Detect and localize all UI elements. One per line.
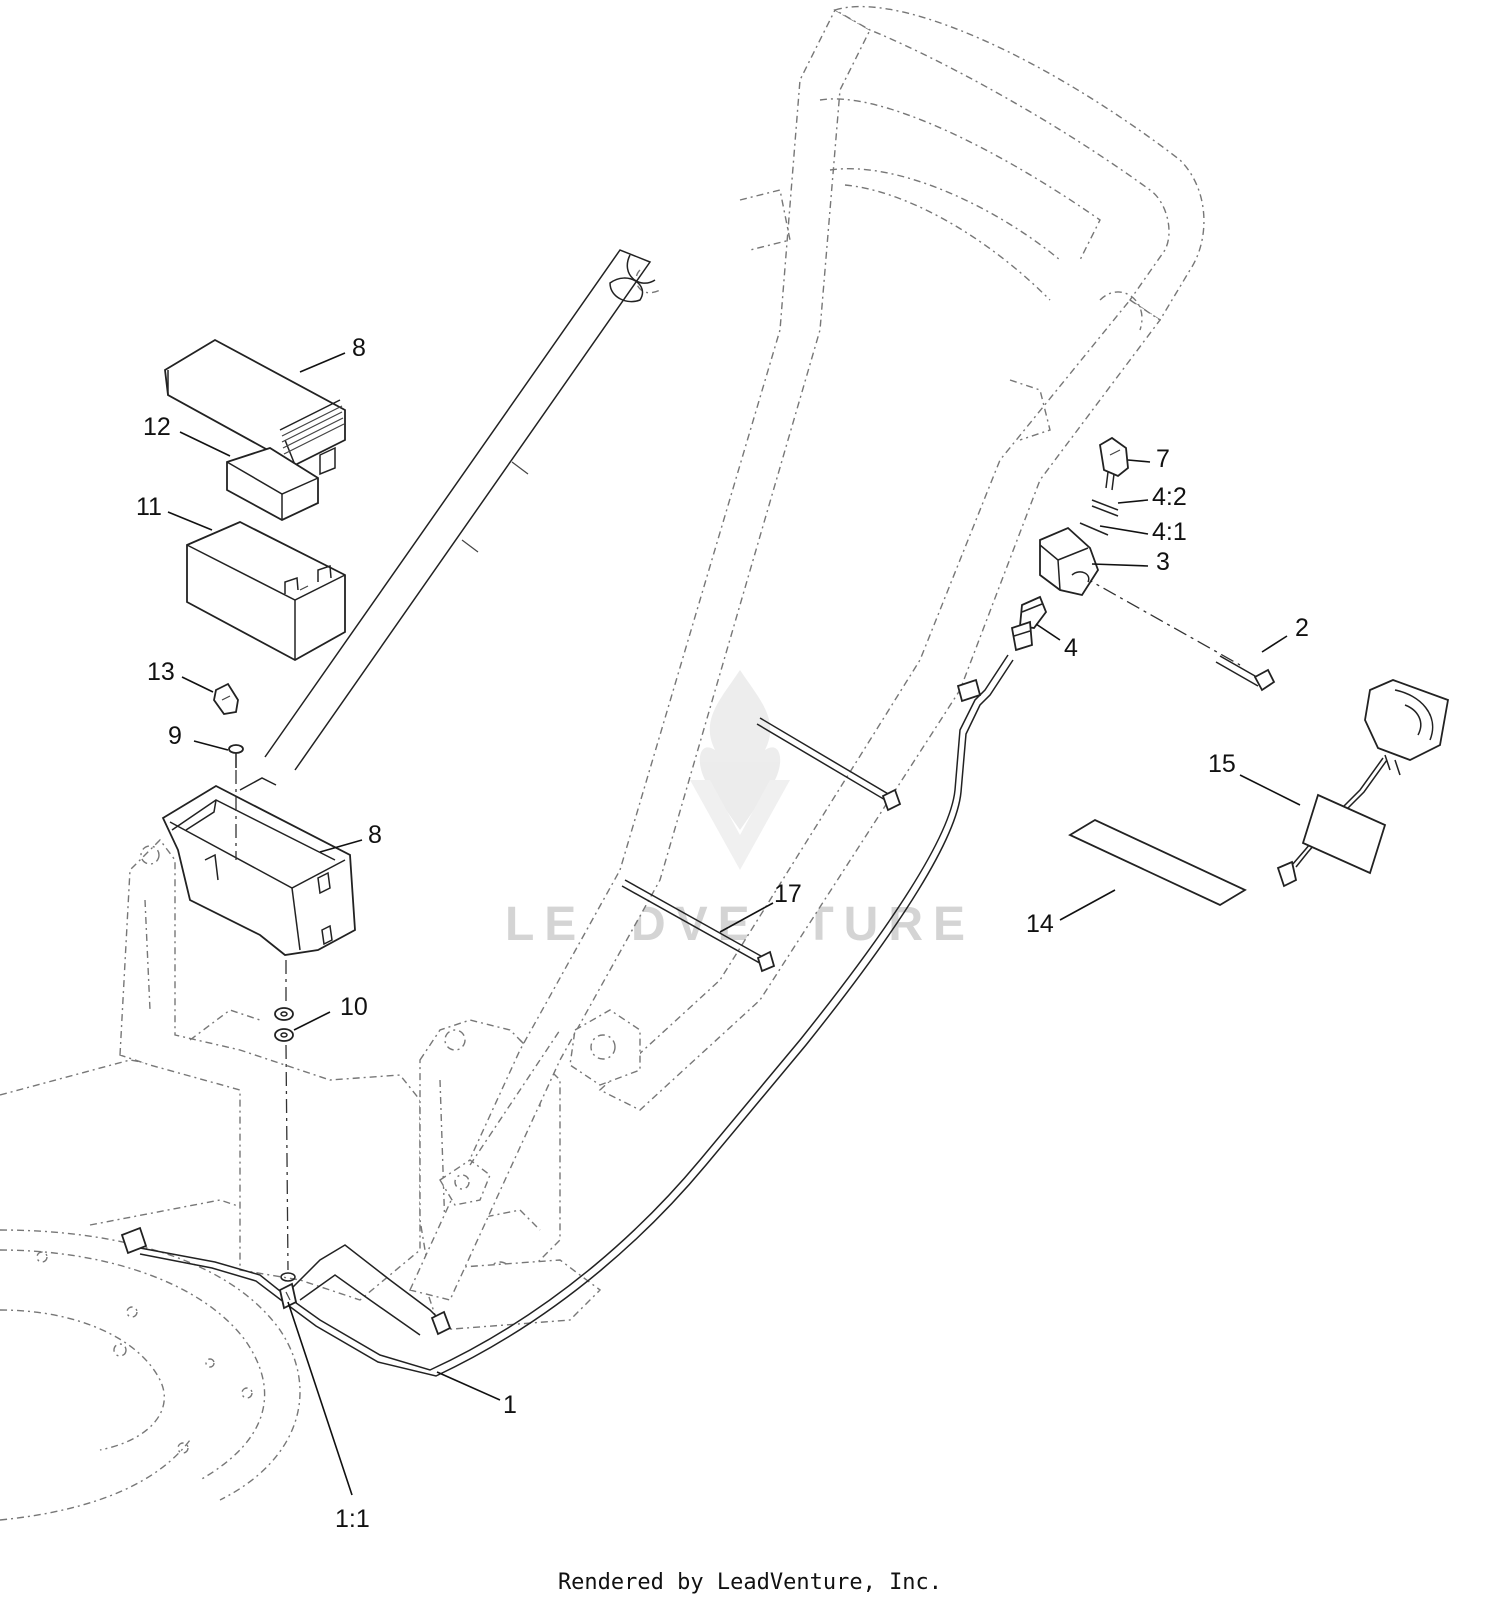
callout-1-1: 1:1 [335, 1505, 370, 1533]
part-7-key [1099, 436, 1129, 491]
part-4-2-nut [1091, 499, 1119, 517]
part-14-decal [1068, 818, 1247, 907]
part-8-battery-cover [164, 338, 346, 476]
callout-7: 7 [1156, 445, 1170, 473]
callout-1: 1 [503, 1391, 517, 1419]
watermark-logo [690, 670, 790, 870]
callout-14: 14 [1026, 910, 1054, 938]
assembly-center-lines [235, 574, 1241, 1271]
handle-upper-tube [264, 249, 656, 771]
callout-9: 9 [168, 722, 182, 750]
leader-lines [167, 352, 1301, 1496]
callout-3: 3 [1156, 548, 1170, 576]
part-13-fuse [213, 682, 239, 715]
callout-10: 10 [340, 993, 368, 1021]
render-credit-footer: Rendered by LeadVenture, Inc. [557, 1570, 943, 1595]
callout-2: 2 [1295, 614, 1309, 642]
callout-17: 17 [774, 880, 802, 908]
part-1-1-clip [278, 1282, 298, 1310]
callout-labels: 8 12 11 13 9 8 10 7 4:2 4:1 3 2 4 15 14 … [136, 334, 1309, 1533]
callout-15: 15 [1208, 750, 1236, 778]
callout-4-1: 4:1 [1152, 518, 1187, 546]
mower-handle [409, 5, 1205, 1301]
part-9-screw [228, 744, 244, 768]
part-4-key-switch [1010, 595, 1048, 652]
callout-8-box: 8 [368, 821, 382, 849]
part-17-cable-ties [621, 717, 902, 973]
part-15-charger [1276, 679, 1450, 888]
part-12-foam-pad [226, 447, 319, 522]
part-2-bolt [1215, 655, 1276, 692]
part-4-1-washer [1079, 522, 1109, 536]
watermark-text: LEADVENTURE [505, 898, 975, 951]
callout-13: 13 [147, 658, 175, 686]
part-11-battery [186, 521, 346, 662]
part-8-battery-box [161, 777, 356, 956]
callout-12: 12 [143, 413, 171, 441]
part-10-washers [274, 1007, 296, 1282]
callout-4-2: 4:2 [1152, 483, 1187, 511]
callout-11: 11 [136, 493, 162, 521]
part-1-wire-harness [120, 654, 1014, 1377]
part-3-key-switch-housing [1039, 526, 1099, 597]
callout-4: 4 [1064, 634, 1078, 662]
callout-8-cover: 8 [352, 334, 366, 362]
